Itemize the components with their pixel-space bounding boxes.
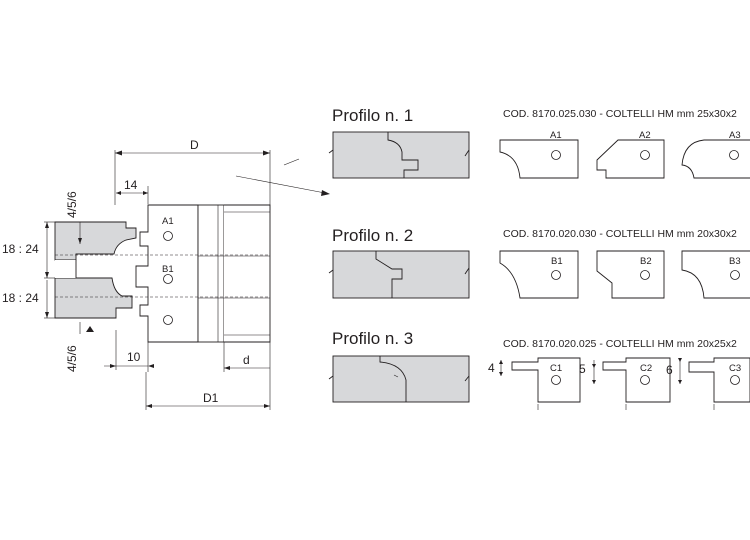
profile-3: Profilo n. 3 COD. 8170.020.025 - COLTELL… (328, 329, 750, 410)
spacer-5: 5 (579, 362, 586, 376)
dimension-D: D (190, 138, 199, 152)
dimension-D1: D1 (203, 391, 219, 405)
knife-C3 (688, 357, 750, 403)
svg-text:A2: A2 (639, 130, 651, 141)
tool-assembly: D 14 A1 B1 (2, 138, 330, 410)
knife-A1 (499, 139, 579, 179)
profile-3-code: COD. 8170.020.025 - COLTELLI HM mm 20x25… (503, 338, 737, 350)
tool-label-B1: B1 (162, 264, 174, 275)
profile-3-joint (332, 355, 470, 403)
dimension-offset-bottom: 4/5/6 (65, 345, 79, 372)
profile-2: Profilo n. 2 COD. 8170.020.030 - COLTELL… (328, 226, 750, 299)
svg-text:C3: C3 (729, 363, 741, 374)
dimension-14: 14 (124, 178, 138, 192)
profile-1: Profilo n. 1 COD. 8170.025.030 - COLTELL… (328, 106, 750, 179)
svg-text:B1: B1 (551, 256, 563, 267)
profile-2-joint (332, 250, 470, 299)
svg-text:B3: B3 (729, 256, 741, 267)
cutter-body: A1 B1 (55, 204, 271, 343)
profile-2-title: Profilo n. 2 (332, 226, 413, 245)
profile-1-code: COD. 8170.025.030 - COLTELLI HM mm 25x30… (503, 108, 737, 120)
profile-3-title: Profilo n. 3 (332, 329, 413, 348)
svg-text:A1: A1 (550, 130, 562, 141)
knife-B2 (596, 250, 665, 299)
rotation-arrow-icon (321, 190, 330, 196)
workpiece-section (54, 221, 137, 319)
svg-text:C2: C2 (640, 363, 652, 374)
tool-label-A1: A1 (162, 216, 174, 227)
svg-text:A3: A3 (729, 130, 741, 141)
spacer-4: 4 (488, 361, 495, 375)
knife-B3 (681, 250, 750, 299)
knife-A2 (596, 139, 665, 179)
knife-B1 (499, 250, 579, 299)
profile-1-joint (332, 131, 470, 179)
knife-A3 (681, 139, 750, 179)
dimension-height-top: 18 : 24 (2, 242, 39, 256)
knife-C1 (511, 357, 581, 403)
dimension-d: d (243, 353, 250, 367)
dimension-offset-top: 4/5/6 (65, 191, 79, 218)
profile-1-title: Profilo n. 1 (332, 106, 413, 125)
knife-C2 (602, 357, 671, 403)
spacer-6: 6 (666, 363, 673, 377)
svg-text:C1: C1 (550, 363, 562, 374)
dimension-height-bottom: 18 : 24 (2, 291, 39, 305)
profile-2-code: COD. 8170.020.030 - COLTELLI HM mm 20x30… (503, 228, 737, 240)
dimension-10: 10 (127, 350, 141, 364)
svg-text:B2: B2 (640, 256, 652, 267)
